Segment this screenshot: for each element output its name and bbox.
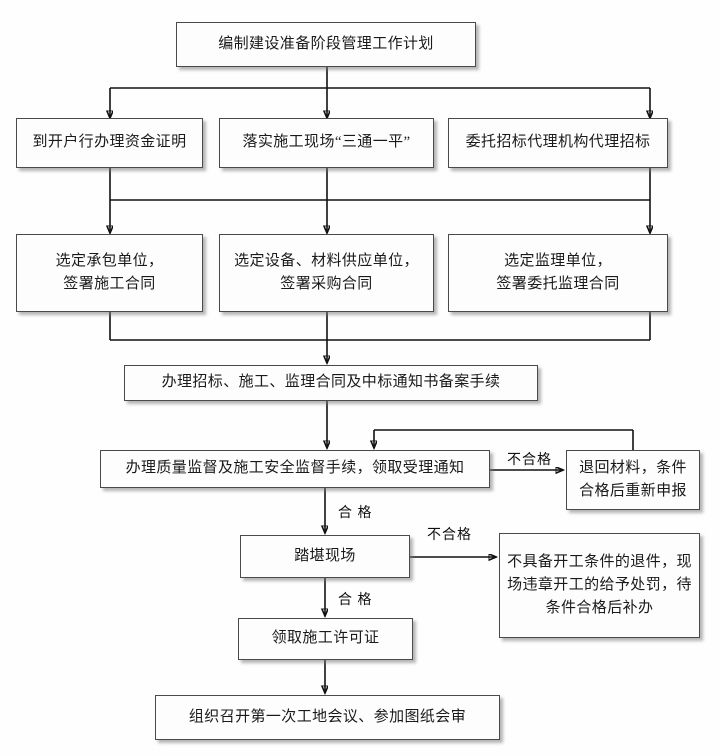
edge-label-unqualified-1: 不合格 xyxy=(507,453,552,468)
node-bank-fund-certificate[interactable]: 到开户行办理资金证明 xyxy=(16,118,203,168)
node-prepare-plan-line-1: 编制建设准备阶段管理工作计划 xyxy=(218,35,434,52)
edge-label-unqualified-2: 不合格 xyxy=(427,528,472,543)
node-first-site-meeting[interactable]: 组织召开第一次工地会议、参加图纸会审 xyxy=(155,695,500,740)
node-select-supervisor[interactable]: 选定监理单位， 签署委托监理合同 xyxy=(448,234,668,312)
node-penalty-return[interactable]: 不具备开工条件的退件，现 场违章开工的给予处罚，待 条件合格后补办 xyxy=(499,533,700,638)
node-site-survey-line-1: 踏堪现场 xyxy=(294,547,356,564)
node-select-supervisor-line-1: 选定监理单位， xyxy=(504,252,612,269)
node-select-contractor-line-2: 签署施工合同 xyxy=(63,276,156,292)
edge-label-qualified-1: 合 格 xyxy=(338,506,373,521)
node-site-survey[interactable]: 踏堪现场 xyxy=(240,535,410,578)
node-penalty-return-line-2: 场违章开工的给予处罚，待 xyxy=(507,576,692,593)
node-penalty-return-line-3: 条件合格后补办 xyxy=(545,600,654,617)
node-bank-fund-certificate-line-1: 到开户行办理资金证明 xyxy=(32,134,187,151)
node-return-materials-line-1: 退回材料，条件 xyxy=(579,459,687,476)
node-contract-filing[interactable]: 办理招标、施工、监理合同及中标通知书备案手续 xyxy=(124,365,538,401)
node-select-contractor[interactable]: 选定承包单位， 签署施工合同 xyxy=(16,234,203,312)
node-return-materials-line-2: 合格后重新申报 xyxy=(579,483,687,499)
node-site-three-connections[interactable]: 落实施工现场“三通一平” xyxy=(219,118,434,168)
node-bidding-agency-line-1: 委托招标代理机构代理招标 xyxy=(465,134,651,151)
node-prepare-plan[interactable]: 编制建设准备阶段管理工作计划 xyxy=(176,22,476,67)
node-return-materials[interactable]: 退回材料，条件 合格后重新申报 xyxy=(566,450,700,510)
node-penalty-return-line-1: 不具备开工条件的退件，现 xyxy=(507,553,692,570)
node-select-supplier-line-2: 签署采购合同 xyxy=(280,276,373,292)
node-contract-filing-line-1: 办理招标、施工、监理合同及中标通知书备案手续 xyxy=(161,374,501,391)
node-first-site-meeting-line-1: 组织召开第一次工地会议、参加图纸会审 xyxy=(188,708,467,725)
node-quality-safety-supervision-line-1: 办理质量监督及施工安全监督手续，领取受理通知 xyxy=(125,460,465,477)
edge-label-qualified-2: 合 格 xyxy=(338,593,373,608)
node-construction-permit-line-1: 领取施工许可证 xyxy=(271,630,380,647)
node-select-supplier[interactable]: 选定设备、材料供应单位， 签署采购合同 xyxy=(219,234,434,312)
node-bidding-agency[interactable]: 委托招标代理机构代理招标 xyxy=(448,118,668,168)
node-site-three-connections-line-1: 落实施工现场“三通一平” xyxy=(242,134,411,151)
node-select-supplier-line-1: 选定设备、材料供应单位， xyxy=(234,252,419,269)
node-quality-safety-supervision[interactable]: 办理质量监督及施工安全监督手续，领取受理通知 xyxy=(100,450,490,488)
node-select-contractor-line-1: 选定承包单位， xyxy=(55,252,164,269)
node-select-supervisor-line-2: 签署委托监理合同 xyxy=(496,276,620,292)
node-construction-permit[interactable]: 领取施工许可证 xyxy=(238,618,413,660)
